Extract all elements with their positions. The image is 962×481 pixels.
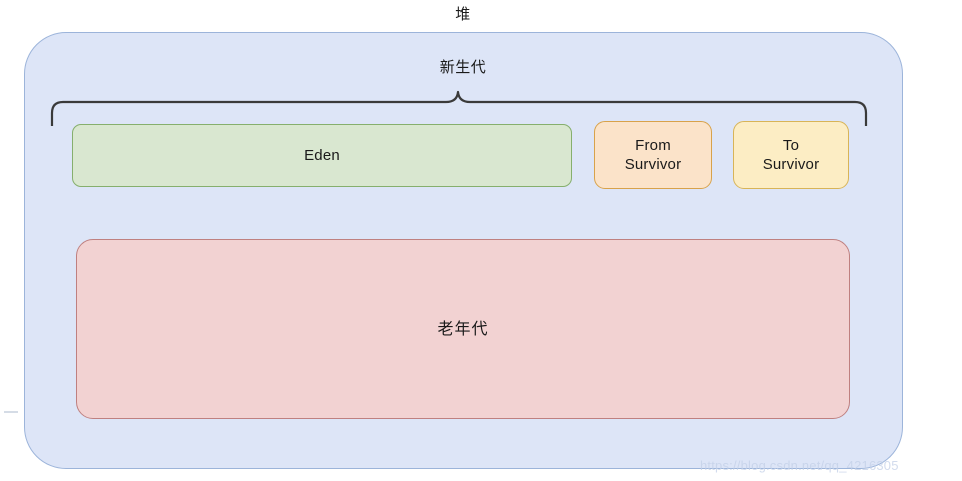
region-eden[interactable]: Eden [72, 124, 572, 187]
region-from-survivor-label: From Survivor [624, 137, 682, 173]
watermark: https://blog.csdn.net/qq_4216305 [700, 458, 899, 473]
region-to-survivor[interactable]: To Survivor [733, 121, 849, 189]
region-old-generation-label: 老年代 [437, 320, 489, 338]
region-old-generation[interactable]: 老年代 [76, 239, 850, 419]
page-title: 堆 [455, 6, 471, 23]
region-to-survivor-label: To Survivor [762, 137, 820, 173]
region-from-survivor[interactable]: From Survivor [594, 121, 712, 189]
edge-artifact [4, 411, 18, 413]
young-generation-label: 新生代 [439, 59, 487, 76]
region-eden-label: Eden [304, 147, 340, 164]
